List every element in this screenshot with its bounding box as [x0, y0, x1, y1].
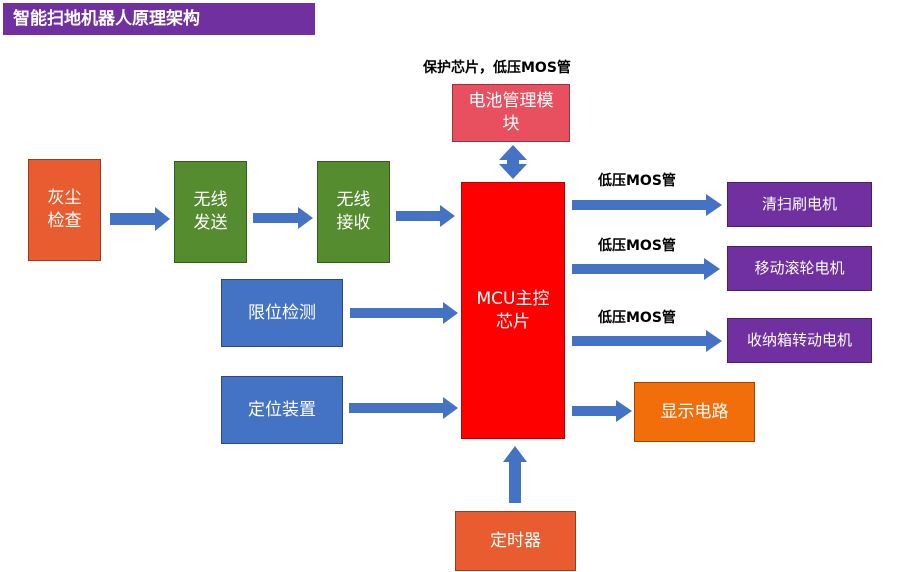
node-bin-motor: 收纳箱转动电机 — [727, 318, 872, 363]
arrow-mcu-to-clean — [572, 194, 722, 216]
node-wireless-send: 无线 发送 — [174, 161, 247, 263]
arrow-dust-to-send — [110, 207, 170, 231]
label-mos-clean: 低压MOS管 — [598, 173, 676, 189]
node-locator: 定位装置 — [221, 376, 343, 444]
arrow-timer-to-mcu — [503, 446, 527, 503]
arrow-locate-to-mcu — [349, 397, 458, 419]
arrow-limit-to-mcu — [350, 302, 458, 324]
node-clean-motor: 清扫刷电机 — [727, 182, 872, 227]
arrow-mcu-to-move — [572, 258, 720, 280]
arrow-send-to-recv — [253, 207, 313, 229]
node-display: 显示电路 — [634, 382, 755, 442]
node-mcu: MCU主控 芯片 — [461, 182, 565, 439]
arrow-recv-to-mcu — [396, 205, 455, 227]
label-battery-protection: 保护芯片，低压MOS管 — [423, 60, 571, 76]
label-mos-bin: 低压MOS管 — [598, 310, 676, 326]
arrow-battery-mcu — [499, 145, 527, 179]
arrow-mcu-to-display — [572, 400, 632, 422]
node-timer: 定时器 — [455, 511, 576, 571]
node-move-motor: 移动滚轮电机 — [727, 246, 872, 291]
node-wireless-receive: 无线 接收 — [317, 161, 390, 263]
diagram-title: 智能扫地机器人原理架构 — [3, 3, 315, 35]
node-battery-mgmt: 电池管理模 块 — [452, 84, 570, 142]
node-dust-check: 灰尘 检查 — [28, 159, 101, 261]
node-limit-detect: 限位检测 — [221, 279, 343, 347]
label-mos-move: 低压MOS管 — [598, 238, 676, 254]
arrow-mcu-to-bin — [572, 330, 722, 352]
